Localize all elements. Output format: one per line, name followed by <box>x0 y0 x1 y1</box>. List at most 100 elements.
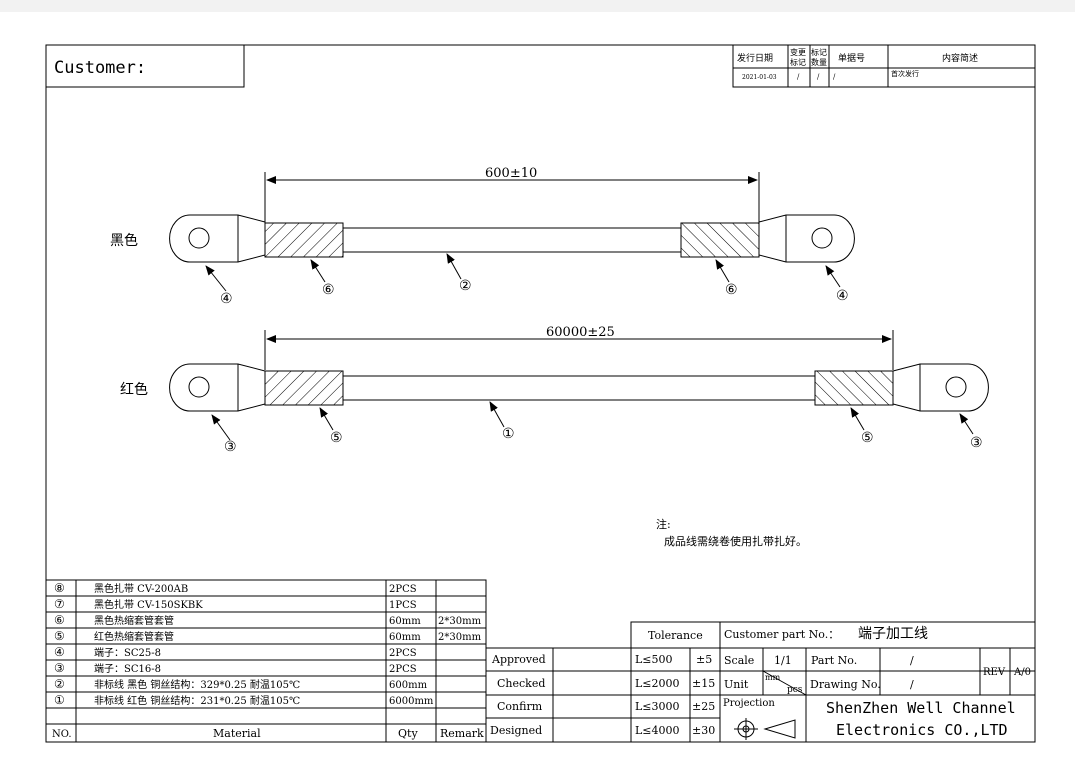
left-sleeve-red <box>264 370 344 406</box>
customer-label: Customer: <box>54 58 146 78</box>
bom-row-no: ⑥ <box>54 613 65 627</box>
unit-label: Unit <box>724 678 749 691</box>
rev-header-mark2: 标记 <box>811 47 827 57</box>
bom-header-no: NO. <box>52 729 72 740</box>
bom-header-qty: Qty <box>398 727 418 740</box>
bom-row-material: 非标线 红色 铜丝结构：231*0.25 耐温105℃ <box>94 694 300 707</box>
bom-row-no: ② <box>54 677 65 691</box>
balloon-r5: ③ <box>970 435 983 451</box>
bom-header-material: Material <box>213 727 261 740</box>
tol-value-1: ±5 <box>696 653 712 666</box>
right-lug-hole-red <box>945 376 967 398</box>
black-wire <box>342 227 682 253</box>
bom-row-material: 非标线 黑色 铜丝结构：329*0.25 耐温105℃ <box>94 678 300 691</box>
scale-value: 1/1 <box>774 654 792 667</box>
approved-label: Approved <box>491 653 546 666</box>
bom-row-material: 黑色扎带 CV-150SKBK <box>94 598 203 611</box>
red-wire <box>342 375 816 401</box>
rev-header-change: 变更 <box>790 47 806 57</box>
balloon-r4: ⑤ <box>861 430 874 446</box>
balloon-b4: ⑥ <box>725 282 738 298</box>
company-line-1: ShenZhen Well Channel <box>826 699 1016 717</box>
part-no-label: Part No. <box>811 654 857 667</box>
confirm-label: Confirm <box>497 700 543 713</box>
rev-label: REV <box>983 667 1006 678</box>
rev-date: 2021-01-03 <box>742 74 777 81</box>
black-label: 黑色 <box>110 232 138 249</box>
left-lug-black <box>169 214 266 263</box>
bom-row-material: 端子：SC25-8 <box>94 646 161 659</box>
tolerance-header: Tolerance <box>648 629 703 642</box>
drawing-canvas: Customer: 发行日期 变更 标记 标记 数量 单据号 内容简述 2021… <box>45 44 1036 743</box>
rev-qty: / <box>817 73 820 81</box>
right-lug-hole <box>811 227 833 249</box>
bom-row-no: ③ <box>54 661 65 675</box>
bom-row-qty: 60mm <box>389 616 421 627</box>
company-line-2: Electronics CO.,LTD <box>836 721 1008 739</box>
customer-part-label: Customer part No.： <box>724 628 839 641</box>
rev-desc: 首次发行 <box>891 69 919 78</box>
balloon-r3: ① <box>502 426 515 442</box>
bom-row-no: ① <box>54 693 65 707</box>
tol-range-4: L≤4000 <box>635 724 680 737</box>
balloon-b3: ② <box>459 278 472 294</box>
balloon-b1: ④ <box>220 291 233 307</box>
bom-row-qty: 6000mm <box>389 696 434 707</box>
note-title: 注: <box>656 517 671 531</box>
red-dimension: 60000±25 <box>546 325 615 340</box>
drawing-no-value: / <box>910 678 914 691</box>
customer-part-value: 端子加工线 <box>858 626 928 642</box>
rev-header-qty: 数量 <box>811 57 827 67</box>
rev-change: / <box>797 73 800 81</box>
scale-label: Scale <box>724 654 754 667</box>
right-sleeve-red <box>814 370 894 406</box>
left-lug-red <box>169 363 266 412</box>
drawing-sheet: Customer: 发行日期 变更 标记 标记 数量 单据号 内容简述 2021… <box>0 12 1075 757</box>
tol-value-2: ±15 <box>692 677 715 690</box>
black-dimension: 600±10 <box>485 166 537 181</box>
tol-range-3: L≤3000 <box>635 700 680 713</box>
rev-value: A/0 <box>1013 667 1031 678</box>
bom-row-material: 黑色热缩套管套管 <box>94 614 174 627</box>
bom-row-remark: 2*30mm <box>438 616 482 627</box>
red-label: 红色 <box>120 381 148 398</box>
bom-row-no: ⑧ <box>54 581 65 595</box>
bom-row-qty: 2PCS <box>389 664 417 675</box>
balloon-r2: ⑤ <box>330 430 343 446</box>
rev-header-desc: 内容简述 <box>942 52 978 64</box>
tol-range-2: L≤2000 <box>635 677 680 690</box>
note-text: 成品线需绕卷使用扎带扎好。 <box>664 534 807 548</box>
left-lug-hole <box>188 227 210 249</box>
unit-bottom: pcs <box>787 685 803 695</box>
right-lug-red <box>892 363 989 412</box>
right-sleeve-black <box>680 222 760 258</box>
balloon-b2: ⑥ <box>322 282 335 298</box>
rev-header-date: 发行日期 <box>737 52 773 64</box>
tol-range-1: L≤500 <box>635 653 673 666</box>
tol-value-4: ±30 <box>692 724 715 737</box>
bom-row-no: ⑦ <box>54 597 65 611</box>
bom-row-remark: 2*30mm <box>438 632 482 643</box>
bom-row-qty: 2PCS <box>389 584 417 595</box>
bom-row-material: 红色热缩套管套管 <box>94 630 174 643</box>
bom-row-material: 黑色扎带 CV-200AB <box>94 582 188 595</box>
bom-row-qty: 600mm <box>389 680 428 691</box>
balloon-r1: ③ <box>224 439 237 455</box>
balloon-b5: ④ <box>836 288 849 304</box>
designed-label: Designed <box>490 724 542 737</box>
drawing-no-label: Drawing No. <box>810 678 881 691</box>
rev-header-docno: 单据号 <box>838 52 865 64</box>
projection-cone <box>763 719 796 739</box>
left-sleeve-black <box>264 222 344 258</box>
revision-table: 发行日期 变更 标记 标记 数量 单据号 内容简述 2021-01-03 / /… <box>732 44 1036 88</box>
projection-label: Projection <box>723 698 775 709</box>
customer-box <box>45 44 245 88</box>
title-block <box>485 621 1036 743</box>
bom-row-qty: 2PCS <box>389 648 417 659</box>
black-cable-assembly: 黑色 600±10 ④ ⑥ ② ⑥ ④ <box>110 166 855 307</box>
tol-value-3: ±25 <box>692 700 715 713</box>
bom-row-no: ④ <box>54 645 65 659</box>
bom-row-qty: 60mm <box>389 632 421 643</box>
rev-header-mark: 标记 <box>790 57 806 67</box>
